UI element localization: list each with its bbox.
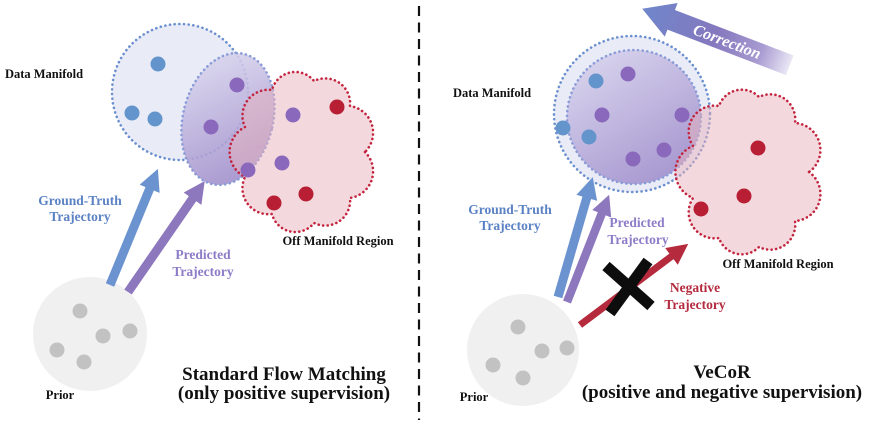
purple-sample-dot — [240, 162, 256, 178]
prior-distribution — [467, 294, 579, 406]
blue-sample-dot — [555, 120, 571, 136]
blue-sample-dot — [150, 56, 166, 72]
purple-sample-dot — [594, 107, 610, 123]
correction-arrow-shape — [642, 2, 794, 76]
data-sample-dots-blue — [555, 73, 604, 145]
blue-sample-dot — [147, 111, 163, 127]
prior-dot — [72, 303, 88, 319]
predicted-sample-dots-purple — [594, 66, 690, 167]
ground-truth-label-line1: Ground-Truth — [38, 193, 122, 208]
prior-dot — [49, 342, 65, 358]
data-sample-dots-blue — [124, 56, 166, 127]
red-sample-dot — [693, 201, 709, 217]
prior-dot — [485, 357, 501, 373]
blue-sample-dot — [581, 129, 597, 145]
ground-truth-label-line2: Trajectory — [479, 218, 540, 233]
predicted-label-line1: Predicted — [175, 247, 231, 262]
data-manifold-label: Data Manifold — [453, 86, 531, 100]
left-title-line1: Standard Flow Matching — [182, 364, 386, 385]
predicted-sample-dots-purple — [203, 77, 301, 178]
prior-dot — [95, 328, 111, 344]
prior-sample-dots — [49, 303, 138, 370]
prior-dot — [534, 343, 550, 359]
left-panel: Data Manifold Ground-Truth Trajectory Pr… — [5, 22, 394, 404]
negative-label-line1: Negative — [670, 280, 720, 295]
predicted-label-line2: Trajectory — [607, 232, 668, 247]
predicted-trajectory-arrow — [563, 194, 612, 304]
red-sample-dot — [266, 195, 282, 211]
right-panel: Correction — [453, 2, 862, 406]
cross-bar — [605, 257, 653, 317]
red-sample-dot — [329, 99, 345, 115]
prior-label: Prior — [46, 388, 75, 402]
predicted-label-line2: Trajectory — [172, 264, 233, 279]
prior-dot — [76, 354, 92, 370]
prior-distribution — [33, 277, 147, 391]
off-manifold-label: Off Manifold Region — [282, 234, 393, 248]
purple-sample-dot — [285, 107, 301, 123]
blue-sample-dot — [588, 73, 604, 89]
purple-sample-dot — [274, 155, 290, 171]
ground-truth-trajectory-arrow — [553, 177, 598, 299]
purple-sample-dot — [625, 151, 641, 167]
off-manifold-dots-red — [693, 140, 766, 217]
prior-sample-dots — [485, 319, 575, 386]
prior-label: Prior — [460, 390, 489, 404]
prior-dot — [515, 370, 531, 386]
off-manifold-dots-red — [266, 99, 345, 211]
off-manifold-label: Off Manifold Region — [722, 257, 833, 271]
purple-sample-dot — [229, 77, 245, 93]
prior-dot — [510, 319, 526, 335]
prior-dot — [559, 340, 575, 356]
ground-truth-label-line2: Trajectory — [49, 209, 110, 224]
ground-truth-trajectory-arrow — [105, 168, 160, 287]
data-manifold-label: Data Manifold — [5, 67, 83, 81]
blue-sample-dot — [124, 105, 140, 121]
red-sample-dot — [750, 140, 766, 156]
left-title-line2: (only positive supervision) — [178, 383, 390, 404]
purple-sample-dot — [674, 107, 690, 123]
negative-label-line2: Trajectory — [664, 297, 725, 312]
off-manifold-cloud — [674, 88, 822, 256]
negative-cross-mark — [602, 257, 655, 317]
red-sample-dot — [736, 188, 752, 204]
purple-sample-dot — [620, 66, 636, 82]
purple-sample-dot — [203, 119, 219, 135]
predicted-trajectory-arrow — [124, 180, 205, 295]
prior-dot — [122, 323, 138, 339]
red-sample-dot — [298, 186, 314, 202]
ground-truth-label-line1: Ground-Truth — [468, 202, 552, 217]
purple-sample-dot — [656, 142, 672, 158]
right-title-line1: VeCoR — [693, 362, 751, 383]
predicted-label-line1: Predicted — [609, 215, 665, 230]
right-title-line2: (positive and negative supervision) — [582, 382, 862, 403]
